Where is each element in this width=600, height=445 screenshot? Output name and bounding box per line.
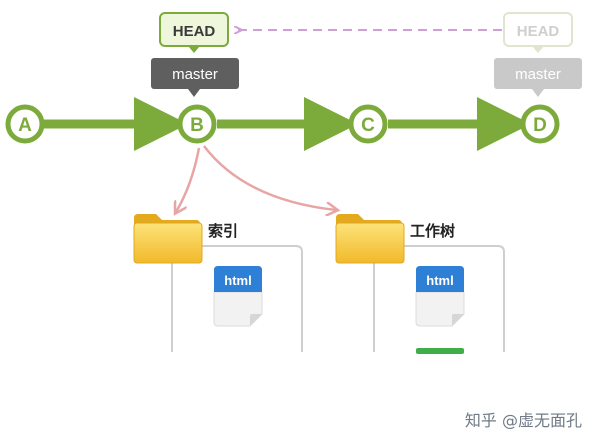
index-title: 索引	[208, 222, 238, 240]
branch-text-previous: master	[515, 66, 561, 83]
commit-node-a: A	[5, 104, 45, 144]
arrow-to-worktree	[203, 145, 336, 210]
commit-label-a: A	[18, 115, 32, 136]
commit-label-c: C	[361, 115, 375, 136]
index-area: 索引 html	[133, 214, 303, 352]
file-badge-worktree: html	[426, 273, 453, 288]
file-badge-index: html	[224, 273, 251, 288]
commit-label-b: B	[190, 115, 204, 136]
commit-node-d: D	[520, 104, 560, 144]
file-icon-partial	[416, 348, 464, 354]
branch-text-current: master	[172, 66, 218, 83]
branch-label-current: master	[151, 58, 239, 97]
folder-icon	[335, 214, 405, 264]
commit-node-b: B	[177, 104, 217, 144]
worktree-title: 工作树	[410, 222, 455, 240]
folder-icon	[133, 214, 203, 264]
watermark: 知乎 @虚无面孔	[464, 411, 582, 430]
commit-timeline: A B C D	[5, 97, 560, 151]
head-label-current: HEAD	[159, 12, 229, 53]
file-icon: html	[213, 266, 263, 327]
arrow-to-index	[176, 147, 201, 212]
file-icon: html	[415, 266, 465, 327]
commit-node-c: C	[348, 104, 388, 144]
head-text-current: HEAD	[173, 23, 216, 40]
commit-label-d: D	[533, 115, 547, 136]
branch-label-previous: master	[494, 58, 582, 97]
crop-mask	[0, 354, 600, 445]
head-label-previous: HEAD	[503, 12, 573, 53]
head-text-previous: HEAD	[517, 23, 560, 40]
worktree-area: 工作树 html	[335, 214, 505, 354]
